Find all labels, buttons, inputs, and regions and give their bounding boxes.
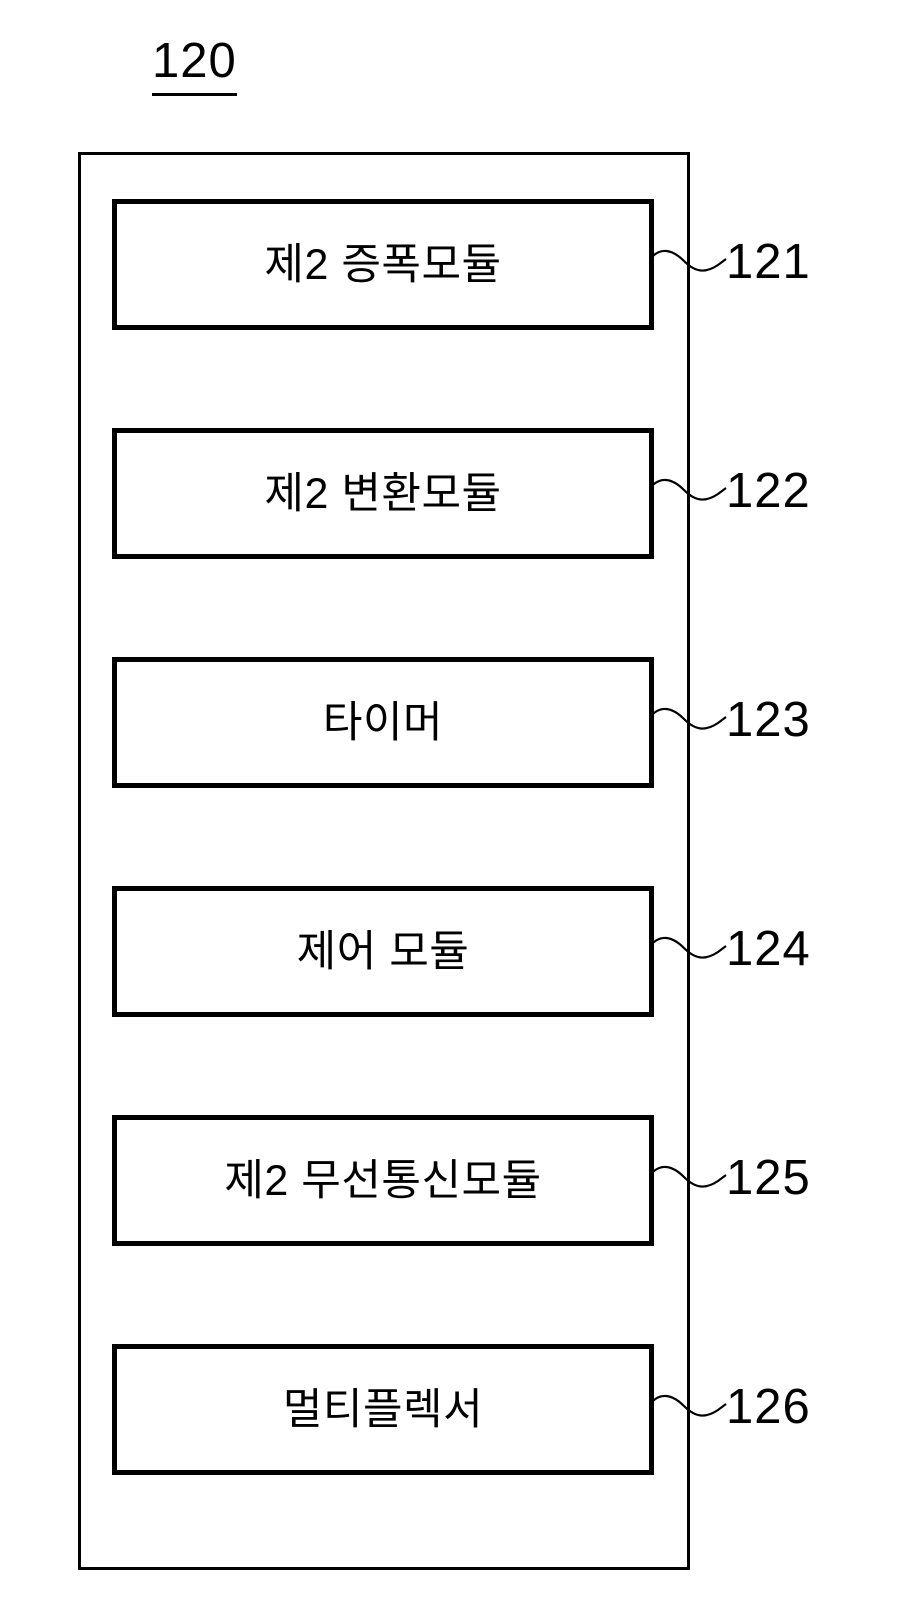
module-box-123: 타이머: [112, 657, 654, 788]
reference-numeral-126: 126: [726, 1380, 811, 1434]
module-box-121: 제2 증폭모듈: [112, 199, 654, 330]
reference-numeral-123: 123: [726, 693, 811, 747]
figure-number-label: 120: [152, 31, 237, 96]
module-label-122: 제2 변환모듈: [264, 469, 502, 518]
module-label-121: 제2 증폭모듈: [264, 240, 502, 289]
module-box-124: 제어 모듈: [112, 886, 654, 1017]
module-box-126: 멀티플렉서: [112, 1344, 654, 1475]
module-label-125: 제2 무선통신모듈: [224, 1156, 542, 1205]
reference-numeral-124: 124: [726, 922, 811, 976]
module-box-125: 제2 무선통신모듈: [112, 1115, 654, 1246]
module-label-123: 타이머: [322, 698, 444, 747]
reference-numeral-121: 121: [726, 235, 811, 289]
reference-numeral-122: 122: [726, 464, 811, 518]
module-label-124: 제어 모듈: [296, 927, 470, 976]
module-label-126: 멀티플렉서: [282, 1385, 484, 1434]
outer-container-box: [78, 152, 690, 1570]
reference-numeral-125: 125: [726, 1151, 811, 1205]
module-box-122: 제2 변환모듈: [112, 428, 654, 559]
